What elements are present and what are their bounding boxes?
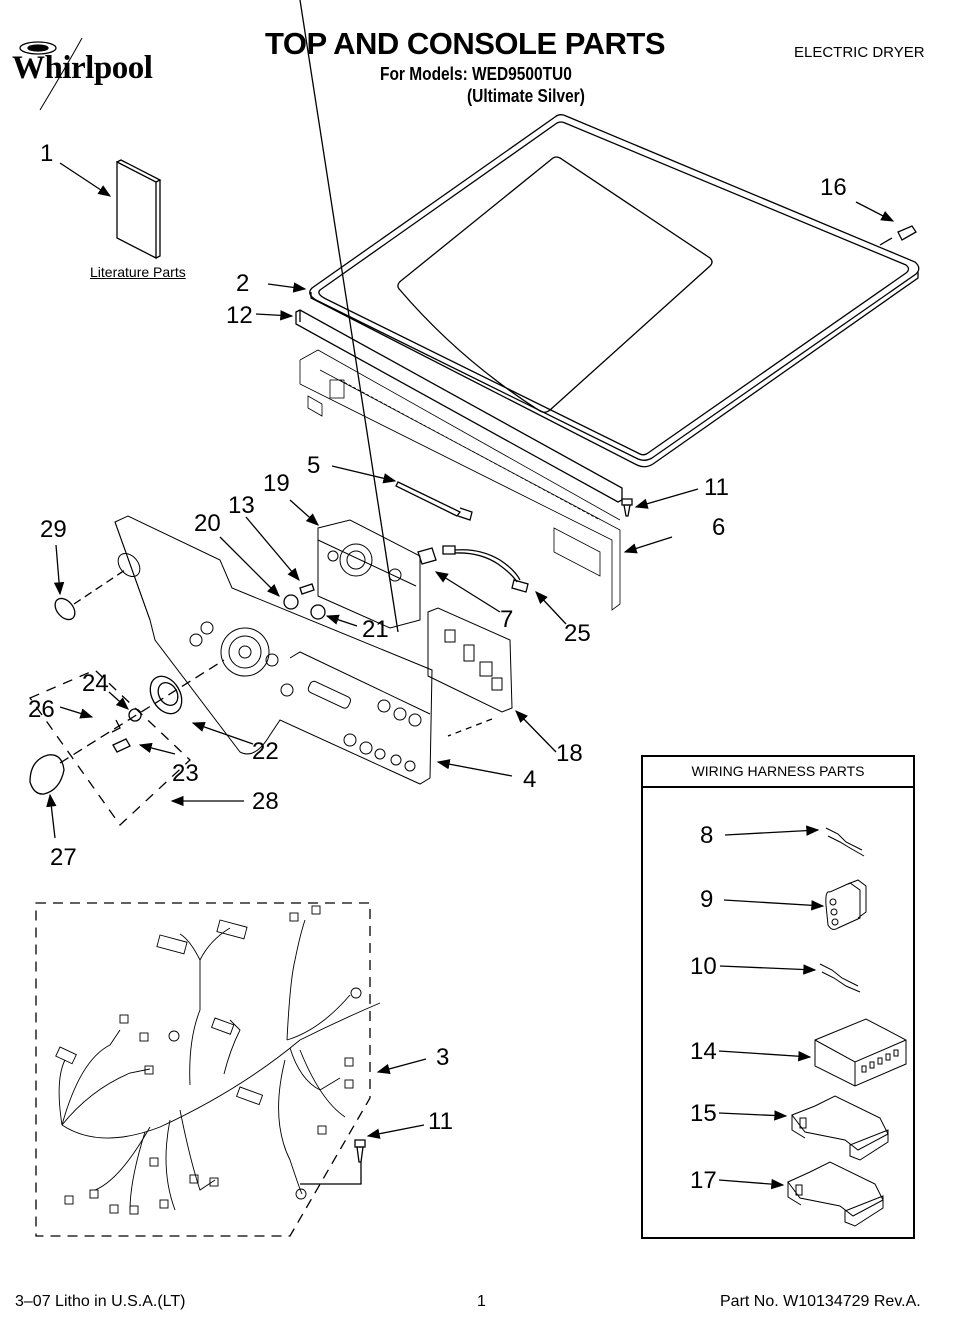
knob-assembly-drawing (29, 659, 225, 795)
terminal-8-icon (825, 827, 865, 857)
callout-1: 1 (40, 140, 54, 167)
callout-20: 20 (194, 510, 221, 537)
screw-16-icon (879, 225, 917, 246)
wire-harness-drawing (35, 902, 381, 1237)
connector-14-icon (814, 1018, 907, 1087)
housing-17-icon (787, 1161, 884, 1227)
callout-21: 21 (362, 616, 389, 643)
callout-27: 27 (50, 844, 77, 871)
callout-4: 4 (523, 766, 537, 793)
kit-28-dashed-box (29, 669, 191, 826)
callout-15: 15 (690, 1100, 717, 1127)
page-number: 1 (477, 1293, 486, 1310)
callout-8: 8 (700, 822, 714, 849)
wiring-harness-parts-title: WIRING HARNESS PARTS (643, 757, 913, 788)
page-title: TOP AND CONSOLE PARTS (265, 26, 666, 61)
harness-25-drawing (442, 545, 529, 593)
bracket-7-drawing (417, 547, 437, 565)
callout-6: 6 (712, 514, 726, 541)
callout-17: 17 (690, 1167, 717, 1194)
screw-11b-icon (300, 1139, 366, 1185)
brand-logo: Whirlpool (12, 50, 153, 86)
callout-23: 23 (172, 760, 199, 787)
color-note: (Ultimate Silver) (467, 86, 585, 106)
housing-15-icon (791, 1095, 889, 1161)
callout-29: 29 (40, 516, 67, 543)
ui-board-drawing (427, 607, 513, 713)
callout-5: 5 (307, 452, 321, 479)
callout-10: 10 (690, 953, 717, 980)
electronic-control-drawing (317, 519, 421, 629)
callout-28: 28 (252, 788, 279, 815)
callout-26: 26 (28, 696, 55, 723)
model-number: For Models: WED9500TU0 (380, 64, 572, 84)
whirlpool-logo-icon (19, 37, 83, 111)
callout-19: 19 (263, 470, 290, 497)
callout-16: 16 (820, 174, 847, 201)
callout-11-top: 11 (704, 474, 729, 501)
terminal-10-icon (819, 963, 861, 993)
callout-25: 25 (564, 620, 591, 647)
literature-parts-label: Literature Parts (90, 264, 186, 280)
product-category: ELECTRIC DRYER (794, 44, 925, 61)
callout-13: 13 (228, 492, 255, 519)
console-body-drawing (114, 515, 433, 785)
print-info: 3–07 Litho in U.S.A.(LT) (15, 1293, 186, 1310)
plug-29-drawing (54, 567, 129, 621)
callout-24: 24 (82, 670, 109, 697)
callout-7: 7 (500, 606, 514, 633)
callout-18: 18 (556, 740, 583, 767)
callout-14: 14 (690, 1038, 717, 1065)
callout-22: 22 (252, 738, 279, 765)
callout-11-bottom: 11 (428, 1108, 453, 1135)
wiring-harness-parts-panel: WIRING HARNESS PARTS (641, 755, 915, 1239)
connector-9-icon (825, 879, 867, 930)
screw-11-icon (621, 498, 633, 517)
literature-booklet-drawing (116, 159, 162, 260)
cable-tie-drawing (395, 481, 473, 521)
rings-drawing (283, 583, 326, 620)
callout-2: 2 (236, 270, 250, 297)
callout-9: 9 (700, 886, 714, 913)
console-bracket-drawing (299, 349, 621, 611)
trim-strip-drawing (295, 309, 623, 503)
top-panel-drawing (309, 114, 920, 468)
part-number: Part No. W10134729 Rev.A. (720, 1293, 921, 1310)
callout-3: 3 (436, 1044, 450, 1071)
callout-12: 12 (226, 302, 253, 329)
